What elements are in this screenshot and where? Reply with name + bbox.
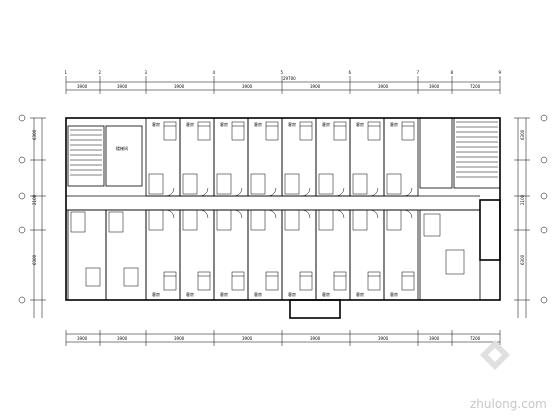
building-outline bbox=[65, 117, 501, 319]
room-label: 客房 bbox=[152, 291, 160, 297]
grid-column-label: 4 bbox=[213, 70, 216, 75]
grid-column-label: 5 bbox=[281, 70, 284, 75]
room-label: 客房 bbox=[186, 291, 194, 297]
grid-column-label: 3 bbox=[145, 70, 148, 75]
watermark-text: zhulong.com bbox=[470, 397, 547, 411]
corridor bbox=[66, 195, 480, 211]
dimension-text: 3900 bbox=[242, 84, 253, 89]
room-label: 客房 bbox=[254, 121, 262, 127]
guest-room: 客房 bbox=[145, 117, 181, 197]
dimension-text: 3900 bbox=[378, 84, 389, 89]
dimension-text: 2100 bbox=[520, 194, 525, 205]
guest-room: 客房 bbox=[145, 209, 181, 301]
side-dimensions bbox=[33, 118, 527, 318]
room-label: 客房 bbox=[390, 291, 398, 297]
watermark-logo bbox=[480, 340, 510, 370]
dimension-text: 2100 bbox=[32, 194, 37, 205]
guest-room: 客房 bbox=[383, 117, 419, 197]
rooms-top-row: 客房 客房 客房 客房 客房 客房 客房 客房 bbox=[145, 117, 419, 197]
dimension-text: 3900 bbox=[77, 84, 88, 89]
rooms-bottom-row: 客房 客房 客房 客房 客房 客房 客房 客房 bbox=[67, 209, 481, 301]
guest-room: 客房 bbox=[179, 117, 215, 197]
guest-room: 客房 bbox=[315, 117, 351, 197]
grid-column-label: 7 bbox=[417, 70, 420, 75]
room-label: 客房 bbox=[152, 121, 160, 127]
dimension-text: 7200 bbox=[470, 84, 481, 89]
guest-room: 客房 bbox=[281, 209, 317, 301]
room-label: 客房 bbox=[322, 121, 330, 127]
overall-dimension: 29700 bbox=[283, 76, 296, 81]
dimension-text: 3900 bbox=[310, 84, 321, 89]
dimension-text: 3900 bbox=[378, 336, 389, 341]
top-dimension bbox=[66, 81, 500, 91]
dimension-text: 6300 bbox=[520, 254, 525, 265]
dimension-text: 3900 bbox=[117, 336, 128, 341]
guest-room: 客房 bbox=[213, 209, 249, 301]
guest-room: 客房 bbox=[247, 209, 283, 301]
grid-column-label: 2 bbox=[99, 70, 102, 75]
guest-room: 客房 bbox=[383, 209, 419, 301]
room-label: 客房 bbox=[254, 291, 262, 297]
guest-room: 客房 bbox=[179, 209, 215, 301]
guest-room: 客房 bbox=[247, 117, 283, 197]
grid-column-label: 1 bbox=[65, 70, 68, 75]
stair-core-right bbox=[419, 117, 501, 189]
dimension-text: 3900 bbox=[117, 84, 128, 89]
guest-room: 客房 bbox=[213, 117, 249, 197]
room-label: 客房 bbox=[356, 121, 364, 127]
grid-column-label: 9 bbox=[499, 70, 502, 75]
stair-core-left bbox=[67, 125, 143, 187]
room-label: 客房 bbox=[356, 291, 364, 297]
room-label: 客房 bbox=[390, 121, 398, 127]
dimension-text: 6300 bbox=[32, 254, 37, 265]
room-label: 客房 bbox=[220, 121, 228, 127]
guest-room: 客房 bbox=[315, 209, 351, 301]
bottom-dimension bbox=[66, 333, 500, 343]
grid-axis-markers: 1 2 3 4 5 6 7 8 9 bbox=[18, 70, 548, 346]
guest-room-suite bbox=[419, 209, 481, 301]
room-label: 客房 bbox=[288, 291, 296, 297]
dimension-texts: 3900 3900 3900 3900 3900 3900 3900 7200 3900 3900… bbox=[32, 76, 525, 341]
dimension-text: 3900 bbox=[174, 84, 185, 89]
guest-room bbox=[105, 209, 147, 301]
dimension-text: 3900 bbox=[310, 336, 321, 341]
dimension-text: 3900 bbox=[242, 336, 253, 341]
guest-room: 客房 bbox=[349, 209, 385, 301]
room-label: 客房 bbox=[186, 121, 194, 127]
room-label: 客房 bbox=[220, 291, 228, 297]
stair-label: 楼梯间 bbox=[116, 145, 128, 151]
guest-room: 客房 bbox=[349, 117, 385, 197]
grid-column-label: 8 bbox=[451, 70, 454, 75]
dimension-text: 6300 bbox=[520, 129, 525, 140]
dimension-text: 3900 bbox=[429, 84, 440, 89]
dimension-text: 7200 bbox=[470, 336, 481, 341]
guest-room: 客房 bbox=[281, 117, 317, 197]
guest-room bbox=[67, 209, 107, 301]
grid-column-label: 6 bbox=[349, 70, 352, 75]
dimension-text: 3900 bbox=[174, 336, 185, 341]
dimension-text: 3900 bbox=[429, 336, 440, 341]
room-label: 客房 bbox=[322, 291, 330, 297]
dimension-text: 3900 bbox=[77, 336, 88, 341]
room-label: 客房 bbox=[288, 121, 296, 127]
dimension-text: 6300 bbox=[32, 129, 37, 140]
